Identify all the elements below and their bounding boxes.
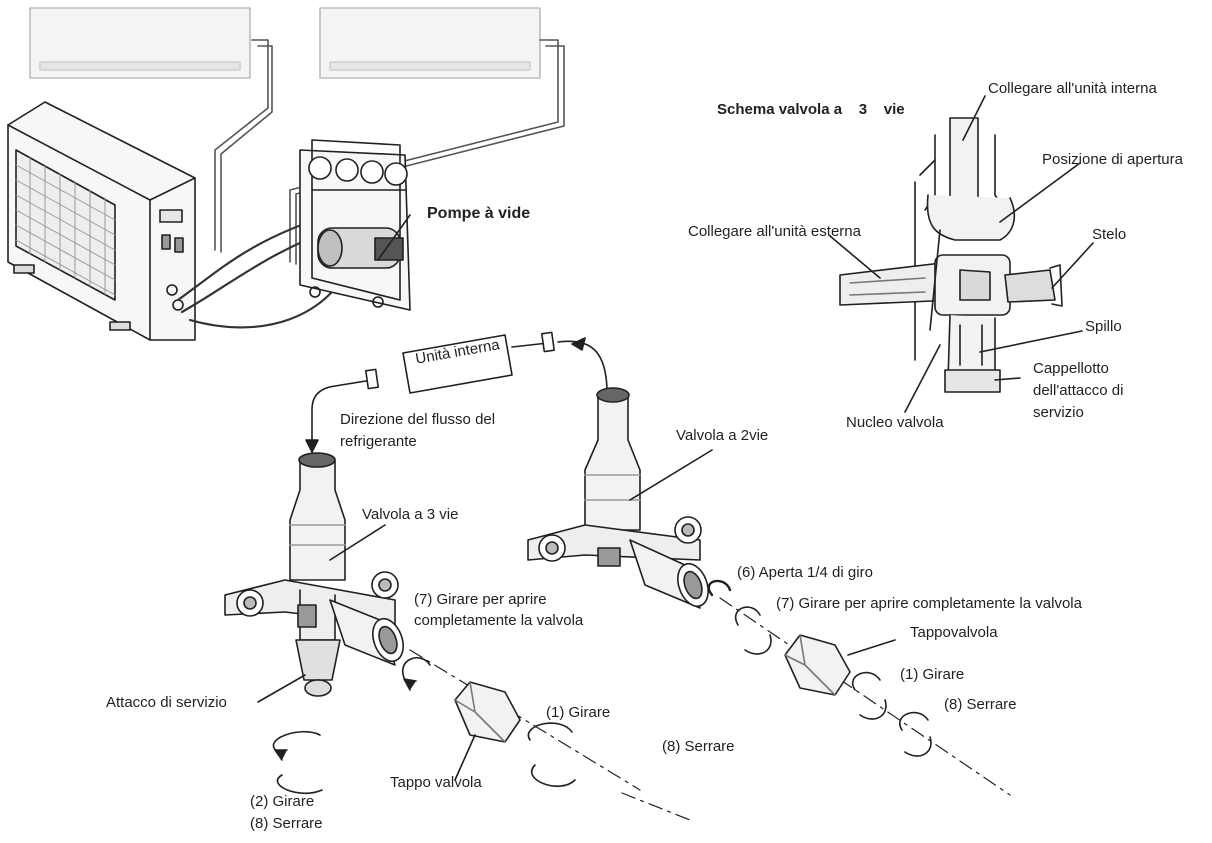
indoor-unit-right [319,7,541,79]
label-service-cap-2: dell'attacco di [1033,382,1124,399]
valve-cap-right [784,634,851,696]
flow-loop [305,331,608,453]
label-schema-title: Schema valvola a 3 vie [717,101,905,118]
label-turn-right: (1) Girare [900,666,965,683]
label-stem: Stelo [1092,226,1127,243]
label-turn-open-left-1: (7) Girare per aprire [414,591,547,608]
label-turn-mid: (1) Girare [546,704,611,721]
label-turn-open-right: (7) Girare per aprire completamente la v… [776,595,1082,612]
label-turn-open-left-2: completamente la valvola [414,612,584,629]
label-connect-indoor: Collegare all'unità interna [988,80,1157,97]
vacuum-pump [299,139,411,311]
label-pin: Spillo [1085,318,1122,335]
valve-cap-left [454,681,521,743]
label-flow-direction-2: refrigerante [340,433,417,450]
label-service-cap-3: servizio [1033,404,1084,421]
label-turn-left: (2) Girare [250,793,315,810]
label-connect-outdoor: Collegare all'unità esterna [688,223,861,240]
label-tighten-right: (8) Serrare [944,696,1017,713]
label-valve-cap-left: Tappo valvola [390,774,482,791]
label-open-position: Posizione di apertura [1042,151,1183,168]
outdoor-unit [7,101,196,341]
label-tighten-mid: (8) Serrare [662,738,735,755]
label-three-way-valve: Valvola a 3 vie [362,506,459,523]
label-open-quarter-turn: (6) Aperta 1/4 di giro [737,564,873,581]
label-flow-direction-1: Direzione del flusso del [340,411,496,428]
three-way-valve-schematic [839,117,1063,393]
label-valve-cap-right: Tappovalvola [910,624,998,641]
label-tighten-left: (8) Serrare [250,815,323,832]
two-way-valve-drawing [527,387,709,609]
label-two-way-valve: Valvola a 2vie [676,427,769,444]
three-way-valve-drawing [224,452,404,697]
label-vacuum-pump: Pompe à vide [427,205,531,222]
indoor-unit-left [29,7,251,79]
label-valve-core: Nucleo valvola [846,414,944,431]
label-service-cap-1: Cappellotto [1033,360,1109,377]
label-service-port: Attacco di servizio [106,694,227,711]
